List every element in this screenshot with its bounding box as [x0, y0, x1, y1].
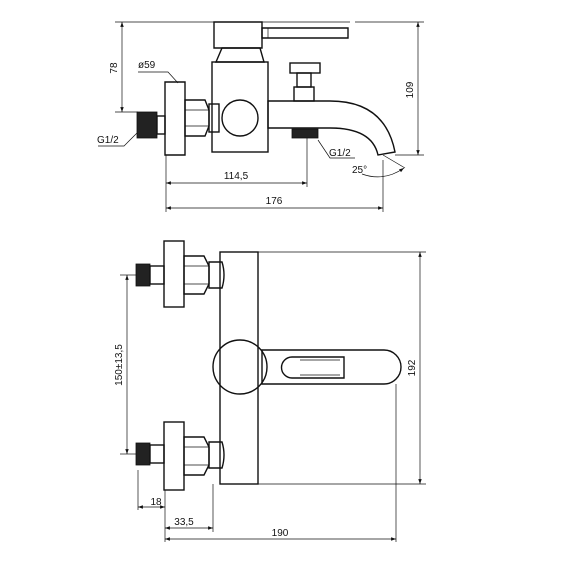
thread-label-outlet: G1/2	[329, 148, 351, 159]
cartridge-cap	[214, 47, 265, 63]
dim-label-centers: 150±13,5	[114, 344, 125, 386]
diverter-knob	[289, 62, 321, 74]
diverter-stem	[296, 72, 312, 88]
thread-label-inlet: G1/2	[97, 135, 119, 146]
mixer-body-top	[211, 61, 269, 153]
hex-nut-lower	[183, 436, 210, 476]
dim-label-78: 78	[109, 62, 120, 74]
inlet-thread-top	[136, 111, 158, 139]
shower-outlet-thread	[291, 128, 319, 139]
diverter-body	[293, 86, 315, 102]
leader-inlet	[98, 132, 138, 147]
spout	[267, 100, 396, 156]
inlet-nipple-top	[156, 115, 166, 135]
flange-upper	[163, 240, 185, 308]
elbow-upper	[208, 261, 225, 289]
bottom-view: 150±13,5 192 18 33,5 190	[114, 240, 426, 542]
inlet-nipple-lower	[149, 444, 165, 464]
angle-arc	[361, 167, 405, 178]
cartridge-knob-top	[221, 99, 259, 137]
dim-label-176: 176	[266, 196, 283, 207]
flange-lower	[163, 421, 185, 491]
leader-outlet	[317, 139, 355, 159]
dim-label-18: 18	[150, 497, 162, 508]
lever-base	[213, 21, 263, 49]
dim-label-angle: 25°	[352, 165, 367, 176]
mixer-body-front	[219, 251, 259, 485]
dim-label-192: 192	[407, 359, 418, 376]
inlet-thread-upper	[135, 263, 151, 287]
elbow-lower	[208, 441, 225, 469]
lever-handle	[261, 27, 349, 39]
inlet-thread-lower	[135, 442, 151, 466]
cartridge-knob-front	[212, 339, 268, 395]
leader-diameter	[138, 71, 179, 84]
dim-label-diameter: ø59	[138, 60, 156, 71]
connector-tube-top	[208, 103, 220, 133]
wall-flange-top	[164, 81, 186, 156]
lever-insert	[280, 356, 345, 379]
inlet-nipple-upper	[149, 265, 165, 285]
angle-ref-line	[382, 154, 406, 169]
dim-label-190: 190	[272, 528, 289, 539]
dim-label-109: 109	[405, 81, 416, 98]
hex-nut-upper	[183, 255, 210, 295]
dim-label-114-5: 114,5	[224, 171, 249, 182]
lever-front	[261, 349, 402, 385]
dim-label-33-5: 33,5	[174, 517, 194, 528]
top-view: 78 109 ø59 G1/2	[97, 21, 424, 212]
hex-nut-top	[184, 99, 210, 137]
